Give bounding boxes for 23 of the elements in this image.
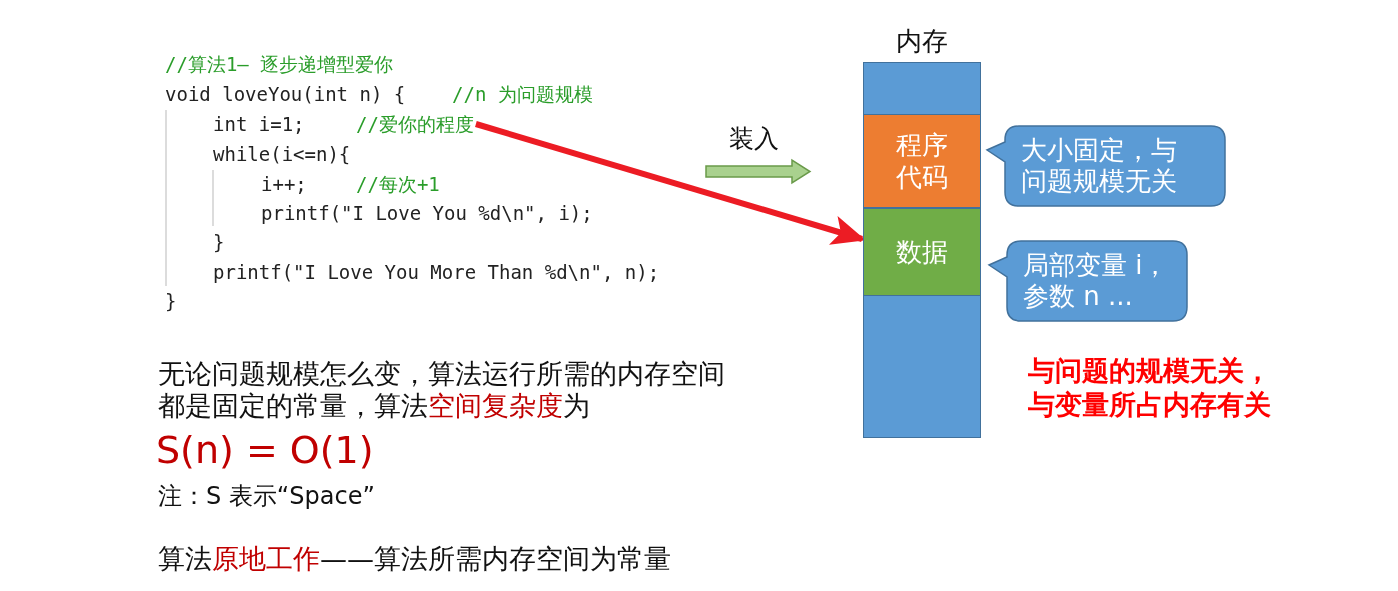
arrow-label: 装入 <box>729 123 779 155</box>
code-comment: //爱你的程度 <box>356 112 474 136</box>
code-line: int i=1; <box>213 112 305 136</box>
note: 与问题的规模无关，与变量所占内存有关 <box>1028 354 1272 422</box>
code-line: i++; <box>261 172 307 196</box>
column-heading: 内存 <box>895 25 949 58</box>
note: 注：S 表示“Space” <box>158 481 375 512</box>
code-line: void loveYou(int n) { <box>165 82 406 106</box>
code-line: printf("I Love You More Than %d\n", n); <box>213 260 660 284</box>
code-comment: //算法1— 逐步递增型爱你 <box>165 52 394 76</box>
code-comment: //每次+1 <box>356 172 440 196</box>
speech-bubble: 局部变量 i，参数 n ... <box>988 240 1188 322</box>
code-line: printf("I Love You %d\n", i); <box>261 201 593 225</box>
data-segment: 数据 <box>863 208 981 296</box>
speech-bubble: 大小固定，与问题规模无关 <box>986 125 1226 207</box>
code-comment: //n 为问题规模 <box>452 82 593 106</box>
code-line: while(i<=n){ <box>213 142 351 166</box>
paragraph: 算法原地工作——算法所需内存空间为常量 <box>158 542 671 576</box>
code-line: } <box>165 289 177 313</box>
paragraph: 无论问题规模怎么变，算法运行所需的内存空间都是固定的常量，算法空间复杂度为 <box>158 358 726 422</box>
formula: S(n) = O(1) <box>156 428 374 472</box>
code-line: } <box>213 230 225 254</box>
code-segment: 程序代码 <box>863 114 981 208</box>
